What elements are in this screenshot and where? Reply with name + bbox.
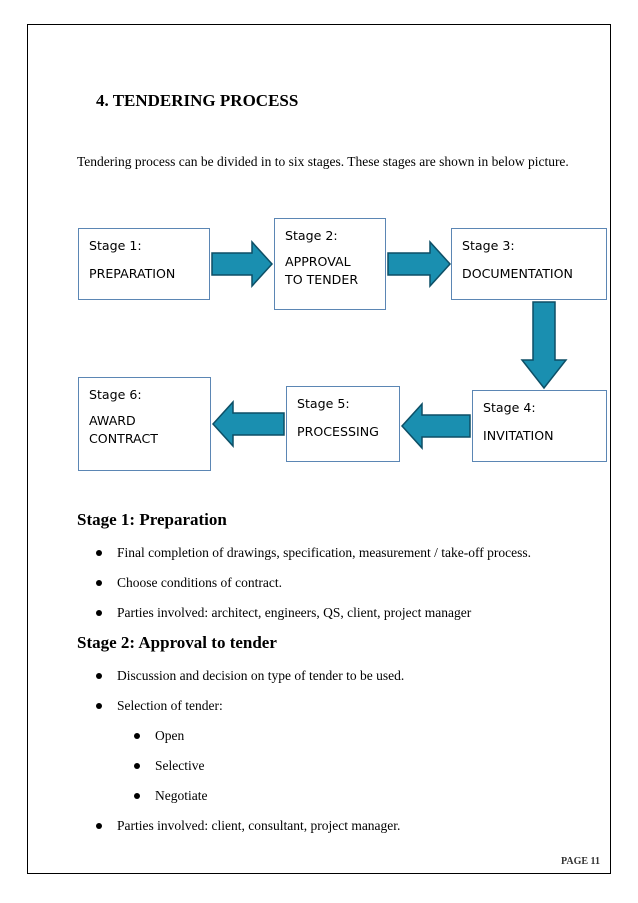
stage-box-1: Stage 1: PREPARATION [78, 228, 210, 300]
stage-box-4: Stage 4: INVITATION [472, 390, 607, 462]
stage-5-name: Stage 5: [297, 396, 350, 411]
stage-box-2: Stage 2: APPROVAL TO TENDER [274, 218, 386, 310]
section-title: 4. TENDERING PROCESS [96, 91, 299, 110]
list-item: Final completion of drawings, specificat… [96, 543, 531, 573]
stage2-sublist: Open Selective Negotiate [134, 726, 207, 816]
arrow-left-4-5 [400, 402, 471, 450]
stage1-list: Final completion of drawings, specificat… [96, 543, 531, 633]
arrow-down-3-4 [520, 301, 568, 390]
stage-6-name: Stage 6: [89, 387, 142, 402]
stage-1-name: Stage 1: [89, 238, 142, 253]
stage1-heading: Stage 1: Preparation [77, 510, 227, 529]
stage-3-desc: DOCUMENTATION [462, 266, 573, 281]
list-item: Open [134, 726, 207, 756]
list-item: Selective [134, 756, 207, 786]
list-item: Parties involved: client, consultant, pr… [96, 816, 400, 846]
list-item: Choose conditions of contract. [96, 573, 531, 603]
stage-3-name: Stage 3: [462, 238, 515, 253]
stage-2-name: Stage 2: [285, 228, 338, 243]
list-item: Selection of tender: [96, 696, 404, 726]
stage-4-desc: INVITATION [483, 428, 554, 443]
stage-2-desc: APPROVAL TO TENDER [285, 254, 359, 287]
stage-4-name: Stage 4: [483, 400, 536, 415]
intro-paragraph: Tendering process can be divided in to s… [77, 154, 569, 169]
arrow-right-2-3 [387, 240, 452, 288]
page-frame [27, 24, 611, 874]
arrow-right-1-2 [211, 240, 274, 288]
stage-box-6: Stage 6: AWARD CONTRACT [78, 377, 211, 471]
stage2-list: Discussion and decision on type of tende… [96, 666, 404, 726]
list-item: Discussion and decision on type of tende… [96, 666, 404, 696]
stage-box-5: Stage 5: PROCESSING [286, 386, 400, 462]
stage-1-desc: PREPARATION [89, 266, 176, 281]
stage-box-3: Stage 3: DOCUMENTATION [451, 228, 607, 300]
list-item: Parties involved: architect, engineers, … [96, 603, 531, 633]
arrow-left-5-6 [211, 400, 285, 448]
page-number: PAGE 11 [561, 856, 600, 867]
stage-5-desc: PROCESSING [297, 424, 379, 439]
stage-6-desc: AWARD CONTRACT [89, 413, 158, 446]
list-item: Negotiate [134, 786, 207, 816]
stage2-list-end: Parties involved: client, consultant, pr… [96, 816, 400, 846]
stage2-heading: Stage 2: Approval to tender [77, 633, 277, 652]
